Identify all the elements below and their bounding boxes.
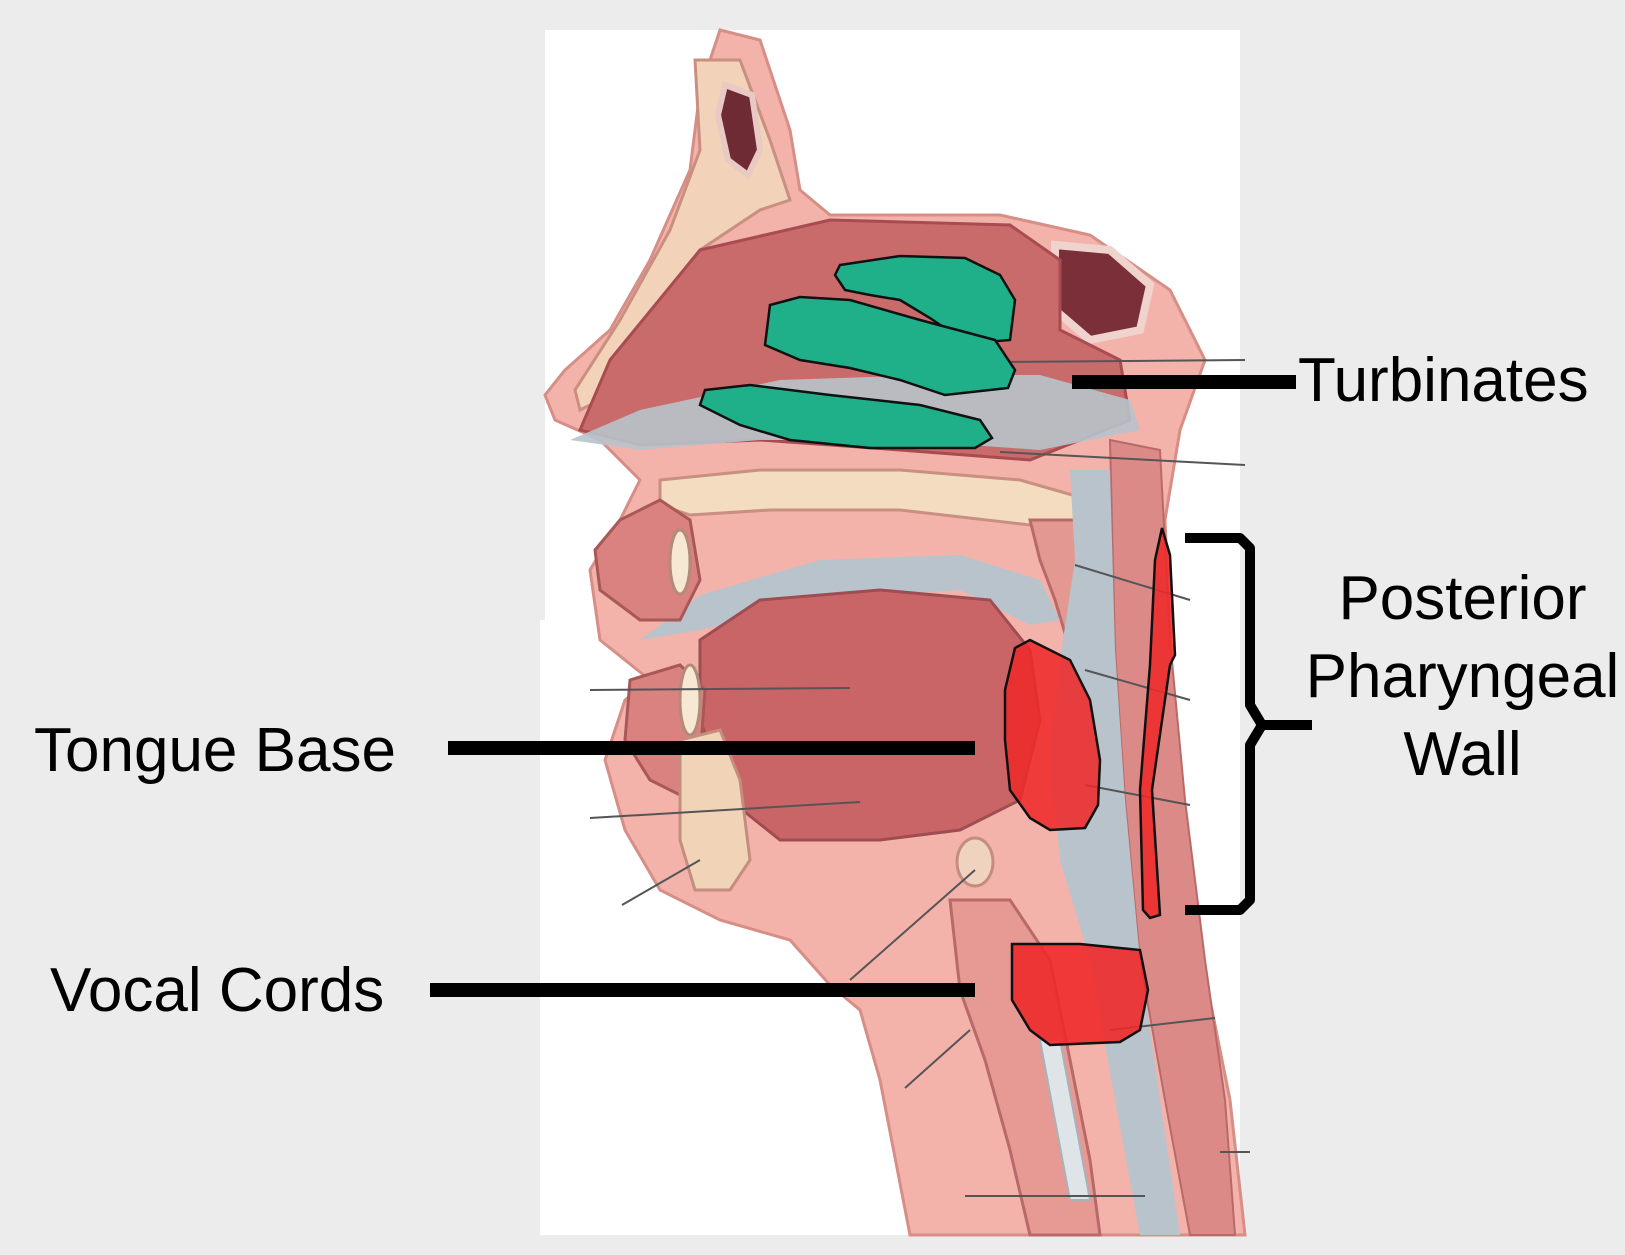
tongue [700, 590, 1040, 840]
turbinates-label: Turbinates [1298, 350, 1589, 412]
tongue-base-label: Tongue Base [34, 720, 396, 782]
label-line: Wall [1300, 716, 1625, 794]
posterior-pharyngeal-wall-label: Posterior Pharyngeal Wall [1300, 560, 1625, 794]
label-line: Posterior [1300, 560, 1625, 638]
upper-incisor [670, 530, 690, 594]
hyoid [957, 838, 993, 886]
label-line: Pharyngeal [1300, 638, 1625, 716]
lower-incisor [680, 665, 700, 735]
vocal-cords-label: Vocal Cords [50, 960, 384, 1022]
vocal-cords-highlight [1012, 944, 1148, 1045]
